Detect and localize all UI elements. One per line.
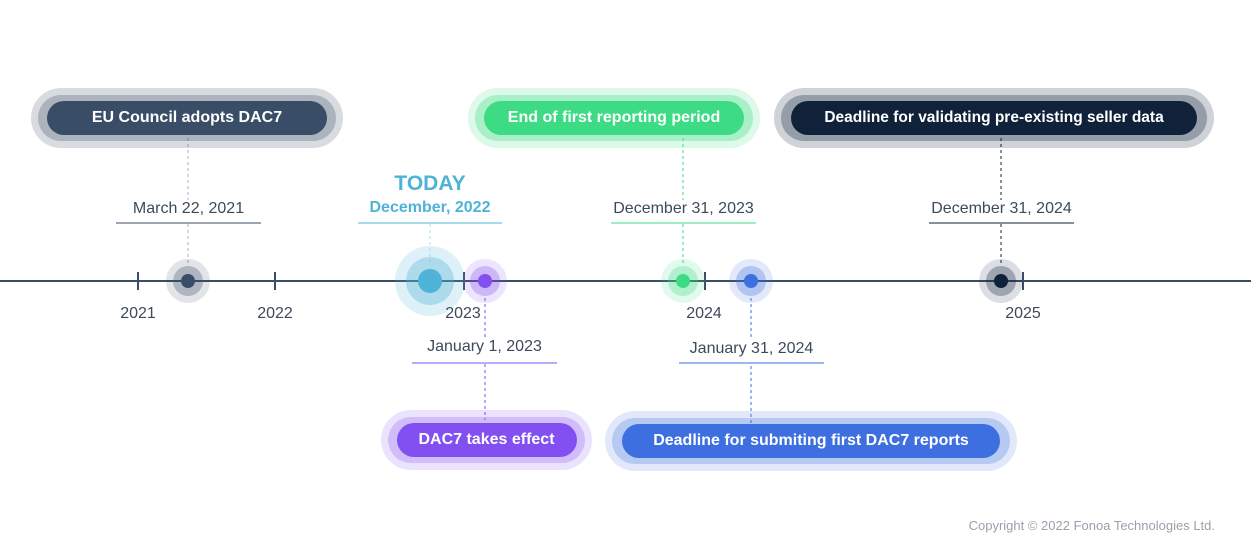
date-label-march-2021: March 22, 2021 [132,200,245,217]
year-label-2022: 2022 [257,305,293,322]
copyright-text: Copyright © 2022 Fonoa Technologies Ltd. [968,518,1215,533]
marker-jan-2023 [463,259,507,303]
event-pill-validate-data: Deadline for validating pre-existing sel… [774,88,1214,148]
year-label-2024: 2024 [686,305,722,322]
marker-dec-2023 [661,259,705,303]
marker-march-2021 [166,259,210,303]
event-pill-dac7-effect: DAC7 takes effect [381,410,592,470]
date-label-jan-2024: January 31, 2024 [689,340,814,357]
marker-jan-2024 [729,259,773,303]
event-label-submit-reports: Deadline for submiting first DAC7 report… [622,424,1000,458]
event-pill-eu-council: EU Council adopts DAC7 [31,88,343,148]
today-date: December, 2022 [369,199,491,216]
marker-dec-2024 [979,259,1023,303]
year-label-2023: 2023 [445,305,481,322]
date-label-dec-2024: December 31, 2024 [931,200,1072,217]
event-label-validate-data: Deadline for validating pre-existing sel… [791,101,1197,135]
event-pill-end-reporting: End of first reporting period [468,88,760,148]
marker-today [395,246,465,316]
date-label-dec-2023: December 31, 2023 [613,200,754,217]
year-label-2025: 2025 [1005,305,1041,322]
year-label-2021: 2021 [120,305,156,322]
event-label-dac7-effect: DAC7 takes effect [396,423,577,457]
event-pill-submit-reports: Deadline for submiting first DAC7 report… [605,411,1017,471]
event-label-end-reporting: End of first reporting period [484,101,744,135]
event-label-eu-council: EU Council adopts DAC7 [47,101,327,135]
today-title: TODAY [394,172,466,195]
date-label-jan-2023: January 1, 2023 [427,338,542,355]
